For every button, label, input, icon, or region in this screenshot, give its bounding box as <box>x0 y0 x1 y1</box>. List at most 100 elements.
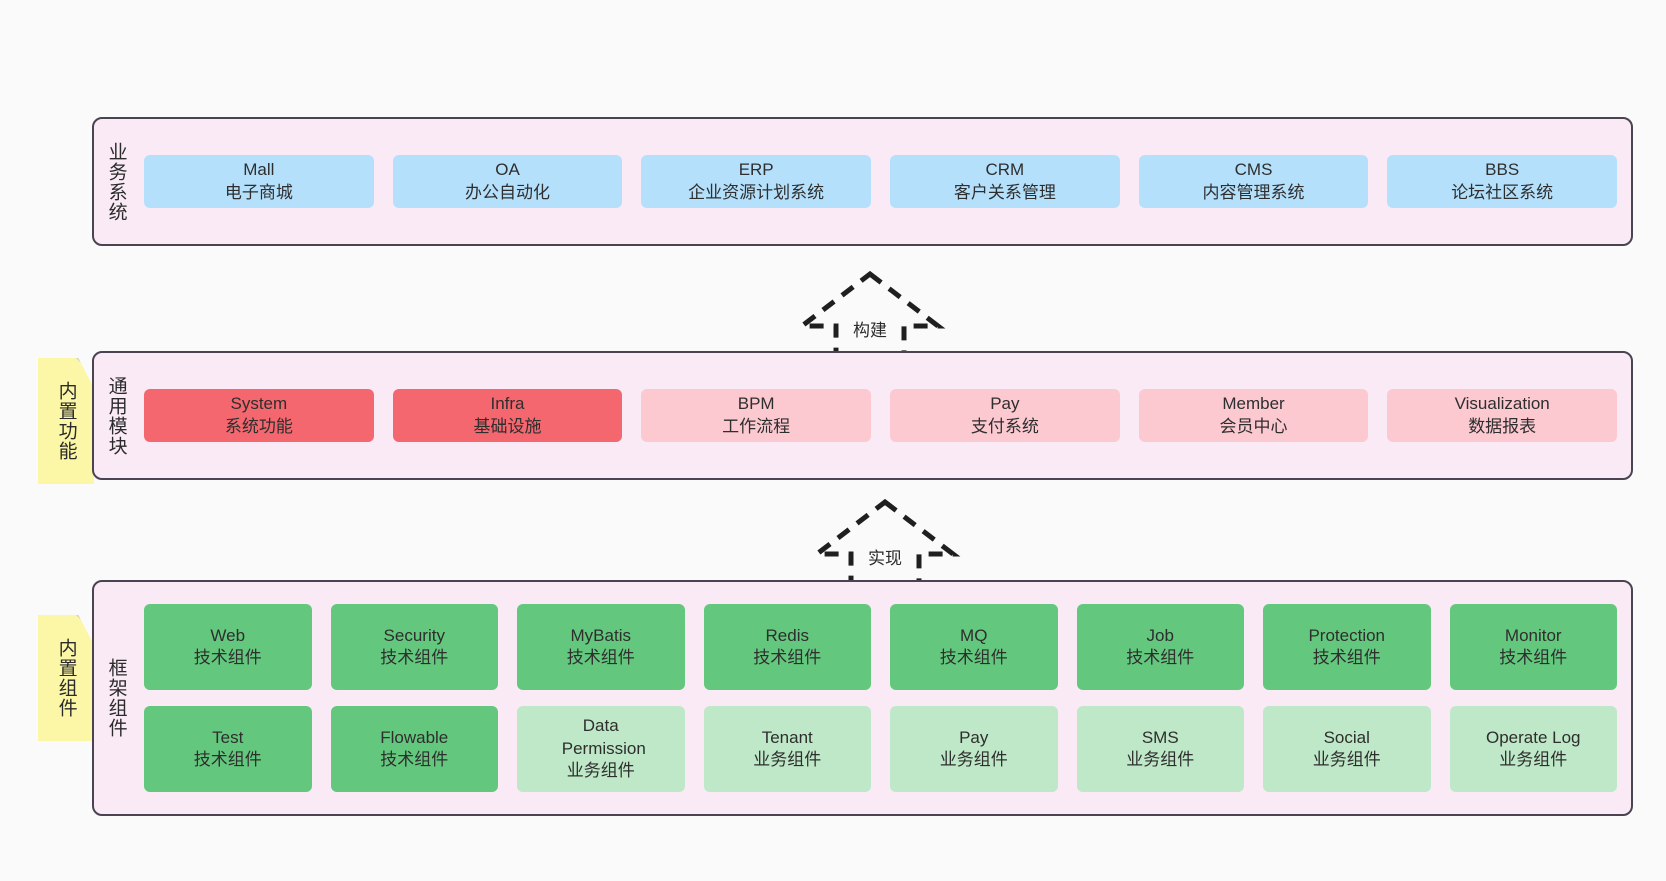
card-title-en: MyBatis <box>570 625 631 645</box>
card-oa[interactable]: OA 办公自动化 <box>392 155 623 208</box>
card-title-en: Monitor <box>1504 625 1562 645</box>
card-title-cn: 内容管理系统 <box>1202 182 1305 202</box>
row-common-modules: System 系统功能 Infra 基础设施 BPM 工作流程 Pay 支付系统… <box>144 389 1618 442</box>
layer-body-common-module: System 系统功能 Infra 基础设施 BPM 工作流程 Pay 支付系统… <box>138 353 1631 478</box>
card-title-cn: 论坛社区系统 <box>1451 182 1554 202</box>
card-cms[interactable]: CMS 内容管理系统 <box>1138 155 1369 208</box>
card-pay[interactable]: Pay 支付系统 <box>890 389 1120 442</box>
card-title-cn: 技术组件 <box>380 750 449 769</box>
card-title-en: Visualization <box>1454 394 1550 414</box>
card-title-cn: 基础设施 <box>473 416 542 436</box>
arrow-implement-shape <box>809 498 961 589</box>
arrow-build: 构建 <box>794 270 946 361</box>
card-member[interactable]: Member 会员中心 <box>1138 389 1369 442</box>
layer-common-module: 通用模块 System 系统功能 Infra 基础设施 BPM 工作流程 Pay… <box>92 351 1633 480</box>
card-title-en: OA <box>495 160 520 180</box>
card-title-cn: 工作流程 <box>722 416 791 436</box>
card-title-en: Protection <box>1308 625 1386 645</box>
card-title-cn: 办公自动化 <box>465 182 550 202</box>
card-pay-component[interactable]: Pay 业务组件 <box>890 706 1058 792</box>
card-test[interactable]: Test 技术组件 <box>144 706 312 792</box>
card-title-cn: 支付系统 <box>970 416 1039 436</box>
card-title-en: Infra <box>490 394 525 414</box>
card-title-cn: 技术组件 <box>193 648 262 667</box>
layer-title-framework-component: 框架组件 <box>105 658 127 738</box>
card-system[interactable]: System 系统功能 <box>144 389 374 442</box>
row-business-systems: Mall 电子商城 OA 办公自动化 ERP 企业资源计划系统 CRM 客户关系… <box>144 155 1618 208</box>
card-social[interactable]: Social 业务组件 <box>1263 706 1431 792</box>
card-title-cn: 技术组件 <box>753 648 822 667</box>
card-bpm[interactable]: BPM 工作流程 <box>641 389 872 442</box>
card-data-permission[interactable]: Data Permission 业务组件 <box>517 706 685 792</box>
card-title-cn: 技术组件 <box>380 648 449 667</box>
row-tech-components: Web 技术组件 Security 技术组件 MyBatis 技术组件 Redi… <box>144 604 1617 690</box>
card-title-en: Redis <box>765 625 809 645</box>
card-mq[interactable]: MQ 技术组件 <box>890 604 1058 690</box>
card-flowable[interactable]: Flowable 技术组件 <box>330 706 498 792</box>
card-title-en: Operate Log <box>1485 727 1581 747</box>
card-visualization[interactable]: Visualization 数据报表 <box>1387 389 1618 442</box>
card-title-en: Flowable <box>380 727 449 747</box>
card-title-en: MQ <box>960 625 988 645</box>
card-operate-log[interactable]: Operate Log 业务组件 <box>1449 706 1617 792</box>
card-protection[interactable]: Protection 技术组件 <box>1263 604 1431 690</box>
card-title-cn: 业务组件 <box>1126 750 1195 769</box>
card-title-cn: 会员中心 <box>1219 416 1288 436</box>
card-infra[interactable]: Infra 基础设施 <box>392 389 623 442</box>
card-title-en: Security <box>383 625 445 645</box>
card-title-en: SMS <box>1141 727 1179 747</box>
card-title-en: BBS <box>1485 160 1520 180</box>
card-title-en: Mall <box>243 160 275 180</box>
card-title-en: BPM <box>737 394 775 414</box>
card-title-en: Pay <box>990 394 1020 414</box>
card-title-cn: 数据报表 <box>1468 416 1537 436</box>
card-title-cn: 技术组件 <box>1312 648 1381 667</box>
card-bbs[interactable]: BBS 论坛社区系统 <box>1387 155 1618 208</box>
layer-business-system: 业务系统 Mall 电子商城 OA 办公自动化 ERP 企业资源计划系统 CRM… <box>92 117 1633 246</box>
card-mybatis[interactable]: MyBatis 技术组件 <box>517 604 685 690</box>
card-title-cn: 客户关系管理 <box>953 182 1056 202</box>
card-sms[interactable]: SMS 业务组件 <box>1076 706 1244 792</box>
row-business-components: Test 技术组件 Flowable 技术组件 Data Permission … <box>144 706 1617 792</box>
layer-body-framework-component: Web 技术组件 Security 技术组件 MyBatis 技术组件 Redi… <box>138 582 1631 814</box>
card-job[interactable]: Job 技术组件 <box>1076 604 1244 690</box>
card-title-cn: 业务组件 <box>753 750 822 769</box>
card-crm[interactable]: CRM 客户关系管理 <box>890 155 1120 208</box>
note-builtin-component-label: 内置组件 <box>55 638 77 718</box>
card-title-cn: 电子商城 <box>224 182 293 202</box>
layer-body-business-system: Mall 电子商城 OA 办公自动化 ERP 企业资源计划系统 CRM 客户关系… <box>138 119 1631 244</box>
arrow-build-shape <box>794 270 946 361</box>
card-monitor[interactable]: Monitor 技术组件 <box>1449 604 1617 690</box>
card-erp[interactable]: ERP 企业资源计划系统 <box>641 155 872 208</box>
note-builtin-component: 内置组件 <box>38 615 94 741</box>
card-title-cn: 技术组件 <box>1126 648 1195 667</box>
note-builtin-feature-label: 内置功能 <box>55 381 77 461</box>
card-tenant[interactable]: Tenant 业务组件 <box>703 706 871 792</box>
card-title-en: Data Permission <box>561 716 646 758</box>
card-title-en: CRM <box>985 160 1025 180</box>
arrow-build-label: 构建 <box>853 321 887 340</box>
card-title-cn: 业务组件 <box>1312 750 1381 769</box>
card-title-en: CMS <box>1234 160 1273 180</box>
arrow-implement-label: 实现 <box>868 549 902 568</box>
card-title-en: ERP <box>738 160 774 180</box>
card-title-cn: 业务组件 <box>1499 750 1568 769</box>
card-title-cn: 企业资源计划系统 <box>688 182 825 202</box>
note-builtin-feature: 内置功能 <box>38 358 94 484</box>
layer-title-business-system: 业务系统 <box>105 141 127 222</box>
card-web[interactable]: Web 技术组件 <box>144 604 312 690</box>
arrow-implement: 实现 <box>809 498 961 589</box>
card-title-cn: 技术组件 <box>193 750 262 769</box>
card-title-en: Member <box>1222 394 1285 414</box>
card-title-en: Test <box>212 727 244 747</box>
card-title-cn: 技术组件 <box>939 648 1008 667</box>
card-title-cn: 业务组件 <box>566 761 635 781</box>
card-title-cn: 技术组件 <box>1499 648 1568 667</box>
card-title-cn: 技术组件 <box>566 648 635 667</box>
layer-framework-component: 框架组件 Web 技术组件 Security 技术组件 MyBatis 技术组件… <box>92 580 1633 816</box>
card-title-en: Web <box>210 625 246 645</box>
card-mall[interactable]: Mall 电子商城 <box>144 155 374 208</box>
card-title-cn: 系统功能 <box>224 416 293 436</box>
card-security[interactable]: Security 技术组件 <box>330 604 498 690</box>
card-redis[interactable]: Redis 技术组件 <box>703 604 871 690</box>
